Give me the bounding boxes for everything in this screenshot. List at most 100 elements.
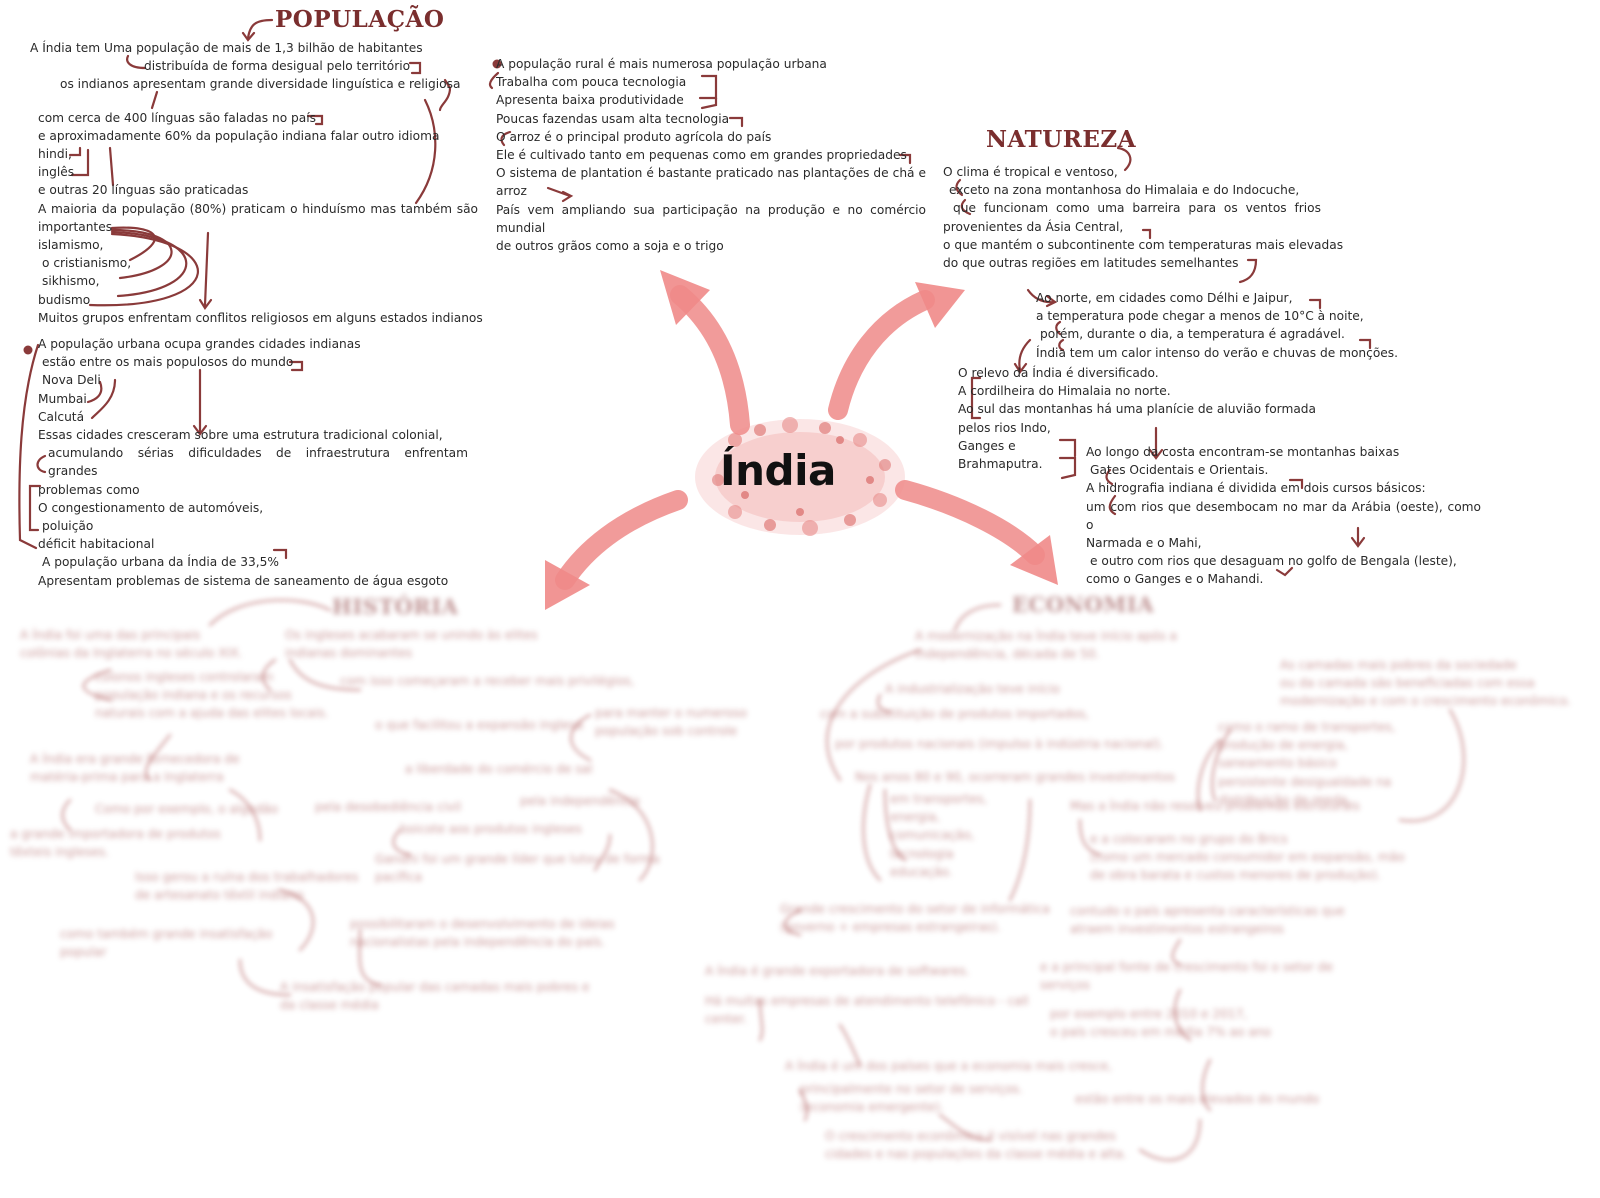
text-line: popular [60, 945, 107, 960]
text-line: A modernização na Índia teve início após… [915, 629, 1178, 643]
text-line: Ele é cultivado tanto em pequenas como e… [496, 148, 907, 163]
economia-title: ECONOMIA [1012, 592, 1154, 617]
text-line: ou da camada são beneficiadas com essa [1280, 676, 1535, 691]
economia-block-18: principalmente no setor de serviços.(eco… [800, 1080, 1023, 1116]
text-line: porém, durante o dia, a temperatura é ag… [1040, 327, 1345, 342]
text-line: colônias da Inglaterra no século XIX. [20, 646, 243, 661]
natureza-block-3: O relevo da Índia é diversificado. A cor… [958, 364, 1316, 473]
natureza-connectors [955, 146, 1372, 577]
text-line: O relevo da Índia é diversificado. [958, 366, 1159, 380]
text-line: A população urbana ocupa grandes cidades… [38, 337, 361, 351]
text-line: como o Ganges e o Mahandi. [1086, 572, 1264, 587]
text-line: A população urbana da Índia de 33,5% [42, 555, 279, 570]
text-line: hindi, [38, 147, 72, 162]
text-line: arroz [496, 184, 527, 199]
text-line: O crescimento econômico é visível nas gr… [825, 1129, 1116, 1143]
text-line: colonos ingleses controlaram [95, 670, 274, 684]
populacao-block-1: A Índia tem Uma população de mais de 1,3… [30, 39, 500, 327]
text-line: Mumbai [38, 391, 87, 406]
text-line: inglês [38, 165, 75, 180]
natureza-block-2: Ao norte, em cidades como Délhi e Jaipur… [1036, 289, 1399, 362]
historia-block-2: Os ingleses acabaram se unindo às elites… [285, 626, 538, 662]
text-line: Ao norte, em cidades como Délhi e Jaipur… [1036, 291, 1293, 305]
text-line: O clima é tropical e ventoso, [943, 165, 1118, 179]
economia-block-17: A Índia é um dos países que a economia m… [785, 1057, 1112, 1075]
text-line: possibilitaram o desenvolvimento de idei… [350, 917, 615, 931]
text-line: cidades e nas populações da classe média… [825, 1147, 1127, 1162]
historia-block-14: Gandhi foi um grande líder que lutou de … [375, 850, 660, 886]
text-line: estão entre os mais populosos do mundo [42, 355, 294, 370]
text-line: o cristianismo, [42, 256, 132, 271]
text-line: O arroz é o principal produto agrícola d… [496, 129, 772, 144]
economia-block-6: em transportes,energia,comunicação,tecno… [890, 790, 987, 881]
economia-block-5: Nos anos 80 e 90, ocorreram grandes inve… [855, 768, 1175, 786]
text-line: da classe média [280, 998, 379, 1013]
populacao-title: POPULAÇÃO [275, 6, 445, 33]
text-line: Brahmaputra. [958, 457, 1043, 472]
economia-block-10: e a colocaram no grupo do Brics(como um … [1090, 830, 1405, 885]
historia-block-4: com isso começaram a receber mais privil… [340, 672, 635, 690]
text-line: população indiana e os recursos [95, 688, 292, 703]
text-line: pacífica [375, 870, 423, 885]
historia-block-3: colonos ingleses controlaram população in… [95, 668, 329, 723]
text-line: pelos rios Indo, [958, 420, 1051, 435]
text-line: A Índia é um dos países que a economia m… [785, 1059, 1112, 1073]
text-line: Gates Ocidentais e Orientais. [1090, 463, 1269, 478]
text-line: população sob controle [595, 724, 738, 739]
text-line: Apresenta baixa produtividade [496, 93, 684, 108]
text-line: um com rios que desembocam no mar da Ará… [1086, 499, 1481, 532]
text-line: A industrialização teve início [885, 682, 1060, 696]
text-line: independência, década de 50. [915, 647, 1100, 662]
text-line: que funcionam como uma barreira para os … [953, 201, 1321, 216]
text-line: exceto na zona montanhosa do Himalaia e … [949, 183, 1300, 198]
text-line: a liberdade do comércio de sal [405, 762, 593, 776]
text-line: e outras 20 línguas são praticadas [38, 183, 249, 198]
text-line: pela independência [520, 794, 640, 808]
text-line: acumulando sérias dificuldades de infrae… [48, 446, 468, 479]
text-line: o país cresceu em média 7% ao ano [1050, 1025, 1271, 1040]
text-line: Nova Deli [42, 373, 101, 388]
text-line: saneamento básico [1218, 756, 1337, 771]
bottom-connectors [61, 598, 1466, 1162]
text-line: do que outras regiões em latitudes semel… [943, 256, 1239, 271]
text-line: por produtos nacionais (impulso à indúst… [835, 737, 1164, 751]
economia-block-11: Grande crescimento do setor de informáti… [780, 900, 1050, 936]
text-line: educação. [890, 864, 953, 879]
text-line: provenientes da Ásia Central, [943, 219, 1124, 234]
text-line: contudo o país apresenta características… [1070, 904, 1345, 918]
text-line: a temperatura pode chegar a menos de 10°… [1036, 309, 1364, 324]
text-line: pela desobediência civil [315, 800, 462, 814]
economia-block-1: A modernização na Índia teve início após… [915, 627, 1177, 663]
economia-block-8: como o ramo de transportes,produção de e… [1218, 718, 1396, 809]
text-line: A Índia é grande exportadora de software… [705, 964, 970, 978]
text-line: com a substituição de produtos importado… [820, 707, 1090, 721]
arrow-to-historia [545, 490, 688, 610]
natureza-title: NATUREZA [986, 126, 1137, 153]
text-line: energia, [890, 810, 940, 825]
populacao-block-2: A população urbana ocupa grandes cidades… [38, 335, 478, 590]
text-line: A população rural é mais numerosa popula… [496, 57, 827, 71]
text-line: A Índia foi uma das principais [20, 628, 201, 642]
text-line: O congestionamento de automóveis, [38, 500, 264, 515]
text-line: Muitos grupos enfrentam conflitos religi… [38, 310, 483, 325]
text-line: Gandhi foi um grande líder que lutou de … [375, 852, 660, 866]
text-line: Índia tem um calor intenso do verão e ch… [1036, 345, 1399, 360]
text-line: sikhismo, [42, 274, 100, 289]
center-blob [695, 417, 905, 536]
economia-block-19: estão entre os mais elevados do mundo [1075, 1090, 1319, 1108]
text-line: atraem investimentos estrangeiros [1070, 922, 1284, 937]
text-line: center. [705, 1012, 747, 1027]
text-line: Há muitas empresas de atendimento telefô… [705, 994, 1029, 1008]
text-line: de outros grãos como a soja e o trigo [496, 239, 724, 254]
text-line: o que facilitou a expansão inglesa [375, 718, 584, 732]
historia-block-13: boicote aos produtos ingleses [400, 820, 582, 838]
text-line: os indianos apresentam grande diversidad… [60, 77, 461, 92]
economia-block-12: contudo o país apresenta características… [1070, 902, 1345, 938]
text-line: e a colocaram no grupo do Brics [1090, 832, 1288, 846]
text-line: poluição [42, 519, 94, 534]
text-line: País vem ampliando sua participação na p… [496, 202, 926, 235]
text-line: A insatisfação popular das camadas mais … [280, 980, 590, 994]
text-line: como também grande insatisfação [60, 927, 273, 941]
